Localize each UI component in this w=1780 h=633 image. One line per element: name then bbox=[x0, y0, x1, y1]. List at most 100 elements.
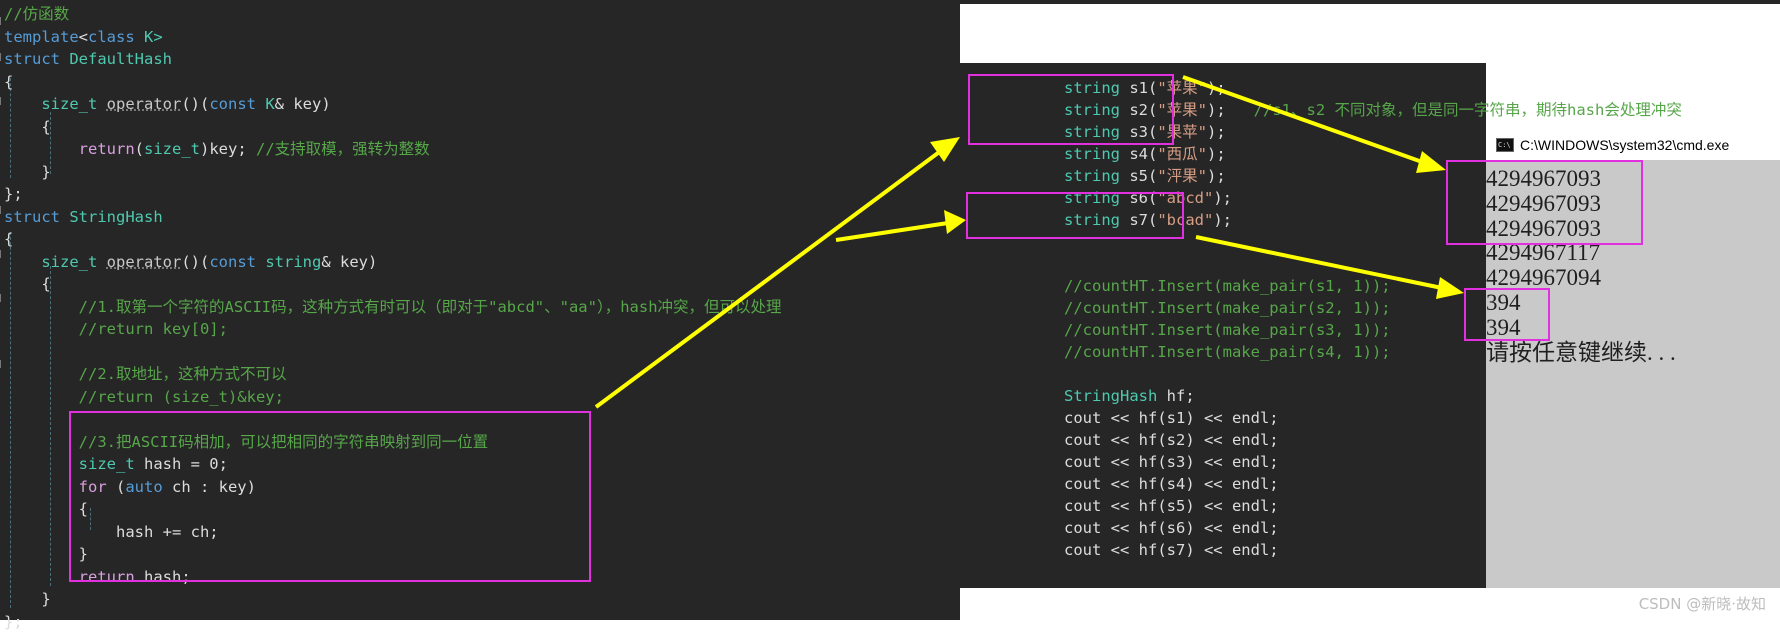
cmd-titlebar[interactable]: C:\WINDOWS\system32\cmd.exe bbox=[1486, 130, 1780, 160]
code-token: ( bbox=[106, 477, 126, 496]
code-line: } bbox=[4, 543, 88, 565]
code-token: //1.取第一个字符的ASCII码，这种方式有时可以（即对于"abcd"、"aa… bbox=[4, 297, 782, 316]
code-token: StringHash bbox=[60, 207, 163, 226]
cmd-output-line: 4294967093 bbox=[1486, 166, 1601, 191]
code-token: s1( bbox=[1120, 79, 1158, 97]
code-token: }; bbox=[4, 185, 23, 203]
code-token: "果苹" bbox=[1157, 123, 1207, 141]
code-token: size_t bbox=[78, 455, 135, 473]
fold-marker-icon[interactable] bbox=[0, 206, 5, 214]
fold-marker-icon[interactable] bbox=[0, 294, 5, 302]
cmd-console-window[interactable]: C:\WINDOWS\system32\cmd.exe 4294967093 42… bbox=[1486, 130, 1780, 588]
code-token: cout << hf(s1) << endl; bbox=[1064, 409, 1279, 427]
code-token: size_t bbox=[144, 140, 200, 158]
code-token: operator bbox=[106, 252, 182, 271]
code-token: struct bbox=[4, 207, 60, 226]
code-line: { bbox=[4, 273, 50, 295]
code-line: size_t operator()(const K& key) bbox=[4, 93, 331, 115]
code-token: hf; bbox=[1157, 387, 1195, 405]
code-token: { bbox=[4, 500, 88, 518]
fold-marker-icon[interactable] bbox=[0, 250, 5, 258]
code-token: ); bbox=[1207, 123, 1226, 141]
code-token: & bbox=[274, 95, 285, 113]
code-token: size_t bbox=[41, 252, 98, 271]
code-token: template bbox=[4, 27, 79, 46]
code-token: const bbox=[209, 95, 256, 113]
code-line: cout << hf(s2) << endl; bbox=[1064, 429, 1279, 451]
code-token: string bbox=[1064, 211, 1120, 229]
code-line: struct DefaultHash bbox=[4, 48, 172, 70]
output-394-box bbox=[1464, 288, 1550, 341]
code-token: //支持取模，强转为整数 bbox=[256, 140, 430, 158]
code-token: //3.把ASCII码相加，可以把相同的字符串映射到同一位置 bbox=[4, 432, 489, 451]
code-token: { bbox=[4, 230, 14, 248]
code-token: class bbox=[88, 27, 135, 46]
code-token: < bbox=[78, 27, 88, 46]
code-token: //return (size_t)&key; bbox=[4, 387, 284, 406]
code-token: //仿函数 bbox=[4, 5, 70, 23]
code-token: return bbox=[78, 140, 135, 158]
code-token: K> bbox=[134, 27, 163, 46]
code-token: "泙果" bbox=[1157, 167, 1207, 185]
code-token: }; bbox=[4, 612, 23, 631]
cmd-output-line: 请按任意键继续. . . bbox=[1486, 339, 1676, 365]
code-line: } bbox=[4, 588, 51, 610]
terminal-icon bbox=[1496, 138, 1514, 152]
code-line: string s2("苹果"); //s1、s2 不同对象，但是同一字符串，期待… bbox=[1064, 99, 1682, 121]
code-token: ); bbox=[1213, 189, 1232, 207]
code-line: StringHash hf; bbox=[1064, 385, 1195, 407]
code-token: //s1、s2 不同对象，但是同一字符串，期待hash会处理冲突 bbox=[1253, 101, 1682, 119]
arrowhead-icon bbox=[1436, 277, 1464, 299]
code-token: DefaultHash bbox=[60, 50, 172, 68]
cmd-output-line: 394 bbox=[1486, 314, 1521, 340]
fold-marker-icon[interactable] bbox=[0, 53, 5, 61]
arrowhead-icon bbox=[930, 137, 960, 162]
code-line: { bbox=[4, 71, 13, 93]
code-line: for (auto ch : key) bbox=[4, 476, 256, 498]
code-token: for bbox=[78, 477, 107, 496]
code-line: //countHT.Insert(make_pair(s2, 1)); bbox=[1064, 297, 1391, 319]
middle-code-editor[interactable]: string s1("苹果");string s2("苹果"); //s1、s2… bbox=[960, 63, 1682, 588]
code-line: cout << hf(s4) << endl; bbox=[1064, 473, 1279, 495]
code-line: //return (size_t)&key; bbox=[4, 386, 284, 408]
code-line: //仿函数 bbox=[4, 3, 69, 25]
code-line: { bbox=[4, 498, 88, 520]
code-line: }; bbox=[4, 611, 23, 633]
arrow-line bbox=[1182, 75, 1426, 165]
code-token: auto bbox=[125, 477, 163, 496]
code-token: string bbox=[256, 252, 322, 271]
fold-marker-icon[interactable] bbox=[0, 360, 5, 368]
code-token: size_t bbox=[41, 95, 98, 113]
code-token: hash = 0; bbox=[134, 455, 228, 473]
fold-marker-icon[interactable] bbox=[0, 97, 5, 105]
code-token: string bbox=[1064, 167, 1120, 185]
code-line: string s5("泙果"); bbox=[1064, 165, 1226, 187]
output-equal-hash-box bbox=[1446, 160, 1643, 245]
code-token: cout << hf(s3) << endl; bbox=[1064, 453, 1279, 471]
code-token: key) bbox=[284, 95, 331, 113]
code-line: struct StringHash bbox=[4, 206, 163, 228]
watermark: CSDN @新晓·故知 bbox=[1638, 595, 1766, 613]
code-line: size_t hash = 0; bbox=[4, 453, 228, 475]
code-token: } bbox=[4, 590, 51, 608]
cmd-output-line: 4294967093 bbox=[1486, 215, 1601, 241]
code-token: operator bbox=[106, 95, 182, 113]
code-line: //2.取地址，这种方式不可以 bbox=[4, 363, 287, 385]
s6-s7-highlight-box bbox=[966, 192, 1184, 239]
cmd-window-title: C:\WINDOWS\system32\cmd.exe bbox=[1520, 137, 1730, 153]
code-token: "西瓜" bbox=[1157, 145, 1207, 163]
code-line: //countHT.Insert(make_pair(s3, 1)); bbox=[1064, 319, 1391, 341]
annotation-arrows bbox=[594, 75, 1464, 409]
code-token: string bbox=[1064, 79, 1120, 97]
code-token: const bbox=[209, 252, 256, 271]
code-token: { bbox=[4, 117, 51, 136]
fold-marker-icon[interactable] bbox=[0, 17, 5, 25]
arrow-line bbox=[1195, 235, 1443, 290]
left-code-editor[interactable]: //仿函数 template<class K> struct DefaultHash… bbox=[0, 0, 960, 631]
arrow-line bbox=[594, 148, 944, 409]
code-token: ( bbox=[134, 140, 144, 158]
code-token: s4( bbox=[1120, 145, 1158, 163]
code-token: cout << hf(s5) << endl; bbox=[1064, 497, 1279, 515]
code-token: } bbox=[4, 545, 88, 563]
code-token: ); bbox=[1207, 101, 1254, 119]
